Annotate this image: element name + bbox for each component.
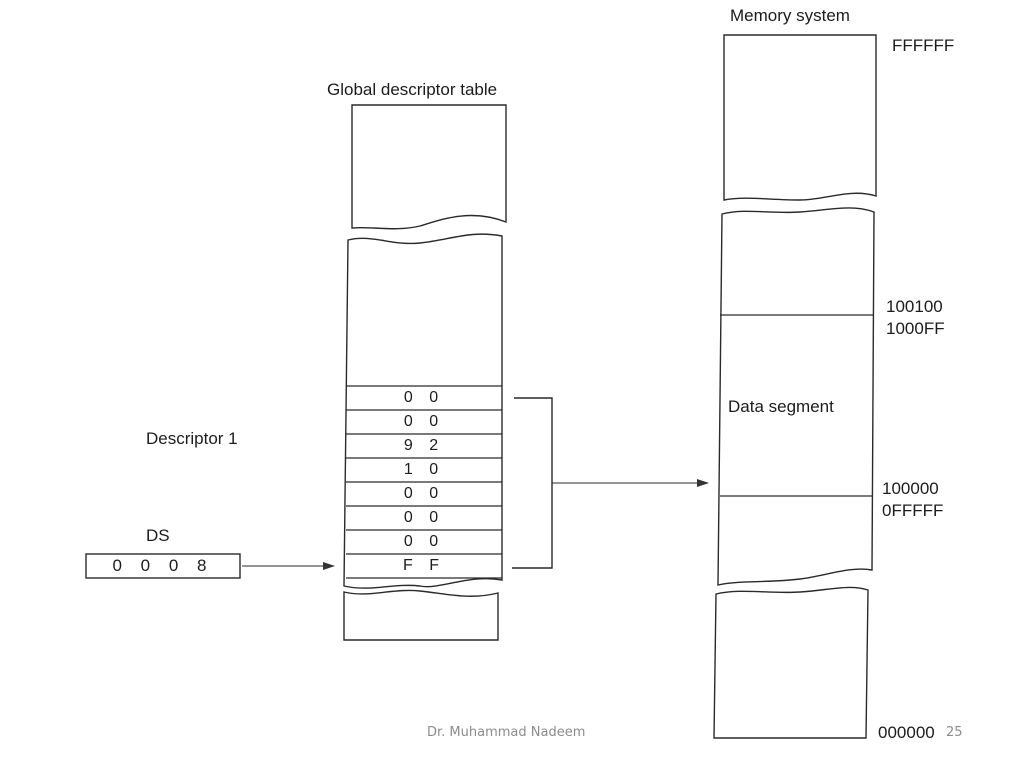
descriptor-byte-cell: F F <box>403 557 445 574</box>
descriptor-bracket <box>512 397 553 569</box>
gdt-row-dividers <box>346 385 502 579</box>
ds-register-box <box>85 553 241 579</box>
descriptor-byte-cell: 0 0 <box>403 413 445 430</box>
descriptor-byte-cell: 0 0 <box>403 389 445 406</box>
address-segment-end-above: 100100 <box>886 297 943 316</box>
gdt-top-fragment <box>351 104 507 230</box>
data-segment-label: Data segment <box>728 397 834 416</box>
ds-label: DS <box>146 526 170 545</box>
memory-bottom-fragment <box>713 586 869 739</box>
memory-top-fragment <box>723 34 877 201</box>
address-bottom-label: 000000 <box>878 723 935 742</box>
descriptor-byte-cell: 0 0 <box>403 533 445 550</box>
descriptor-byte-cell: 0 0 <box>403 509 445 526</box>
ds-register-value: 0 0 0 8 <box>112 556 214 575</box>
footer-page-number: 25 <box>946 725 963 740</box>
address-top-label: FFFFFF <box>892 36 955 55</box>
descriptor-byte-cell: 9 2 <box>403 437 445 454</box>
gdt-middle-block <box>343 233 503 589</box>
gdt-bottom-fragment <box>343 589 499 641</box>
gdt-title: Global descriptor table <box>327 80 498 99</box>
address-segment-end: 1000FF <box>886 319 945 338</box>
descriptor-1-label: Descriptor 1 <box>146 429 238 448</box>
address-segment-start: 100000 <box>882 479 939 498</box>
descriptor-byte-cell: 1 0 <box>403 461 445 478</box>
memory-middle-block <box>717 207 875 586</box>
memory-system-title: Memory system <box>730 6 850 25</box>
address-segment-start-below: 0FFFFF <box>882 501 944 520</box>
descriptor-byte-cell: 0 0 <box>403 485 445 502</box>
footer-author: Dr. Muhammad Nadeem <box>427 725 586 740</box>
